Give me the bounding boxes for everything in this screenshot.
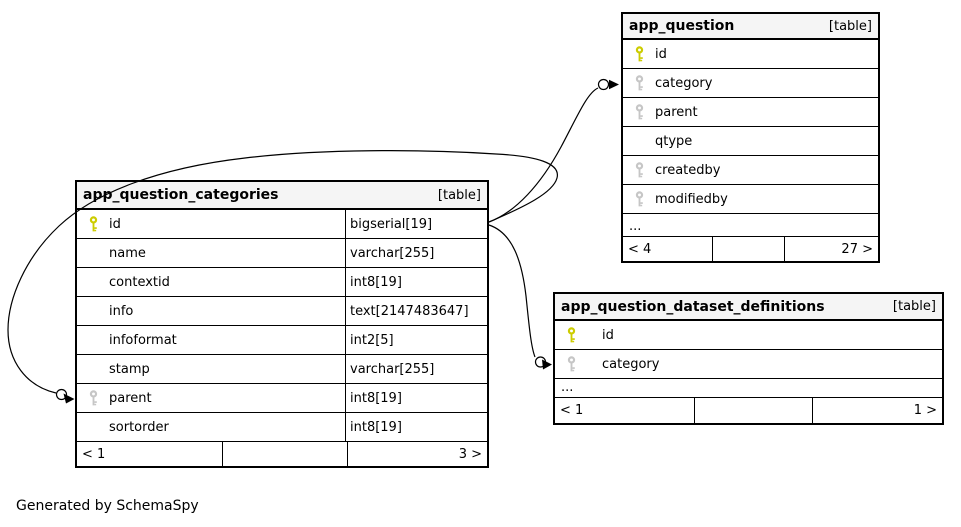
column-row-contextid: contextid int8[19] — [77, 268, 487, 297]
primary-key-icon — [555, 326, 580, 345]
parents-count: 1 > — [812, 398, 942, 423]
column-name: infoformat — [109, 332, 177, 348]
column-type: text[2147483647] — [345, 297, 487, 325]
table-node-app_question[interactable]: app_question [table] id category parent … — [621, 12, 880, 263]
column-name: name — [109, 245, 146, 261]
column-name: modifiedby — [655, 191, 728, 207]
column-type: int2[5] — [345, 326, 487, 354]
column-type: int8[19] — [345, 413, 487, 441]
ellipsis-text: ... — [629, 219, 642, 234]
column-row-info: info text[2147483647] — [77, 297, 487, 326]
footer-spacer — [712, 237, 784, 261]
table-node-app_question_dataset_definitions[interactable]: app_question_dataset_definitions [table]… — [553, 292, 944, 425]
column-name: qtype — [655, 133, 693, 149]
column-row-category: category — [555, 350, 942, 379]
column-row-id: id — [623, 40, 878, 69]
footer-spacer — [694, 398, 812, 423]
foreign-key-icon — [77, 389, 102, 408]
column-row-stamp: stamp varchar[255] — [77, 355, 487, 384]
table-header: app_question_dataset_definitions [table] — [555, 294, 942, 321]
parents-count: 3 > — [347, 442, 487, 466]
column-name: sortorder — [109, 419, 169, 435]
table-header: app_question_categories [table] — [77, 182, 487, 210]
column-type: varchar[255] — [345, 239, 487, 267]
table-title[interactable]: app_question_dataset_definitions — [561, 298, 825, 315]
primary-key-icon — [623, 45, 648, 64]
children-count: < 1 — [82, 446, 106, 462]
column-name: id — [655, 46, 667, 62]
column-row-parent: parent — [623, 98, 878, 127]
fk-arrowhead-icon — [609, 79, 619, 90]
column-row-modifiedby: modifiedby — [623, 185, 878, 214]
no-key-icon — [77, 360, 102, 379]
column-row-id: id bigserial[19] — [77, 210, 487, 239]
generator-note: Generated by SchemaSpy — [16, 498, 199, 514]
table-type-badge: [table] — [437, 187, 481, 203]
no-key-icon — [77, 331, 102, 350]
foreign-key-icon — [555, 355, 580, 374]
table-title[interactable]: app_question_categories — [83, 187, 279, 203]
foreign-key-icon — [623, 103, 648, 122]
paging-footer: < 4 27 > — [623, 237, 878, 261]
no-key-icon — [77, 273, 102, 292]
children-count: < 4 — [628, 241, 652, 257]
column-row-createdby: createdby — [623, 156, 878, 185]
column-name: category — [602, 356, 660, 372]
column-name: category — [655, 75, 713, 91]
column-row-parent: parent int8[19] — [77, 384, 487, 413]
column-type: int8[19] — [345, 384, 487, 412]
table-header: app_question [table] — [623, 14, 878, 40]
column-name: id — [109, 216, 121, 232]
foreign-key-icon — [623, 161, 648, 180]
column-row-infoformat: infoformat int2[5] — [77, 326, 487, 355]
no-key-icon — [623, 132, 648, 151]
zero-or-more-circle — [55, 388, 68, 401]
primary-key-icon — [77, 215, 102, 234]
zero-or-more-circle — [534, 356, 547, 368]
column-name: id — [602, 327, 614, 343]
column-name: parent — [655, 104, 698, 120]
no-key-icon — [77, 418, 102, 437]
column-name: parent — [109, 390, 152, 406]
more-columns-ellipsis: ... — [555, 379, 942, 398]
foreign-key-icon — [623, 74, 648, 93]
foreign-key-icon — [623, 190, 648, 209]
column-name: stamp — [109, 361, 150, 377]
fk-arrowhead-icon — [542, 359, 552, 370]
children-count: < 1 — [560, 403, 584, 418]
fk-arrowhead-icon — [63, 393, 75, 404]
relationship-app_question-category — [488, 78, 619, 223]
zero-or-more-circle — [597, 78, 610, 91]
column-row-qtype: qtype — [623, 127, 878, 156]
table-type-badge: [table] — [828, 18, 872, 34]
column-type: varchar[255] — [345, 355, 487, 383]
column-row-id: id — [555, 321, 942, 350]
column-row-sortorder: sortorder int8[19] — [77, 413, 487, 442]
column-name: createdby — [655, 162, 721, 178]
column-type: int8[19] — [345, 268, 487, 296]
table-title[interactable]: app_question — [629, 18, 735, 34]
relationship-dataset-category — [488, 224, 552, 370]
column-row-name: name varchar[255] — [77, 239, 487, 268]
table-type-badge: [table] — [892, 299, 936, 314]
paging-footer: < 1 1 > — [555, 398, 942, 423]
parents-count: 27 > — [784, 237, 878, 261]
no-key-icon — [77, 244, 102, 263]
no-key-icon — [77, 302, 102, 321]
column-name: info — [109, 303, 134, 319]
column-name: contextid — [109, 274, 170, 290]
table-node-app_question_categories[interactable]: app_question_categories [table] id bigse… — [75, 180, 489, 468]
ellipsis-text: ... — [561, 380, 574, 395]
column-row-category: category — [623, 69, 878, 98]
paging-footer: < 1 3 > — [77, 442, 487, 466]
footer-spacer — [222, 442, 347, 466]
column-type: bigserial[19] — [345, 210, 487, 238]
more-columns-ellipsis: ... — [623, 214, 878, 237]
